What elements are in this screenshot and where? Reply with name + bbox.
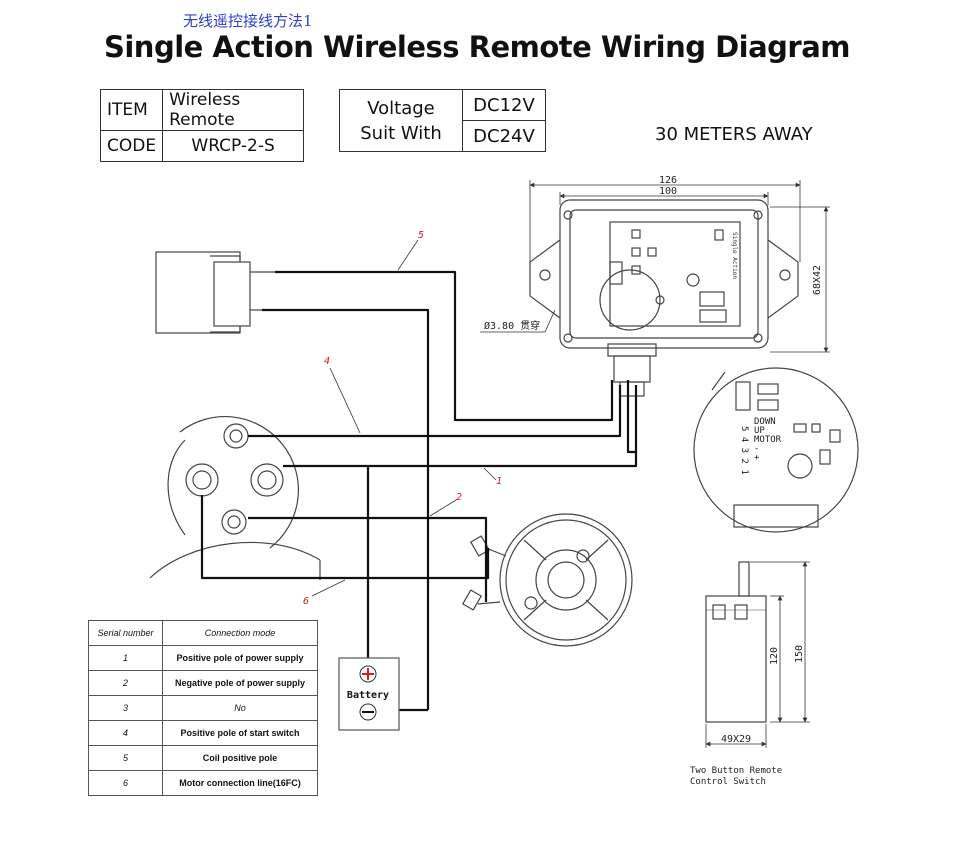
- remote-caption-line1: Two Button Remote: [690, 766, 782, 776]
- dim-width-outer: 126: [659, 175, 677, 186]
- board-pin-numbers: 5 4 3 2 1: [739, 426, 749, 475]
- board-label-motor: MOTOR: [754, 435, 782, 445]
- voltage-spec-table: Voltage Suit With DC12V DC24V: [339, 89, 546, 152]
- wire-label-5: 5: [397, 230, 424, 271]
- svg-text:5: 5: [418, 230, 424, 241]
- wire-label-6: 6: [303, 579, 346, 607]
- voltage-dc24: DC24V: [462, 120, 546, 152]
- motor: [461, 513, 633, 647]
- item-spec-table: ITEM Wireless Remote CODE WRCP-2-S: [99, 89, 305, 162]
- board-detail-zoom: [693, 367, 859, 533]
- svg-text:4: 4: [324, 356, 330, 367]
- wire-label-4: 4: [324, 356, 361, 434]
- controller-box: [529, 199, 799, 397]
- svg-text:6: 6: [303, 596, 309, 607]
- coil-connector: [155, 251, 275, 334]
- dim-hole: Ø3.80 贯穿: [484, 319, 540, 332]
- board-label-down: DOWN: [754, 417, 776, 427]
- page-title: Single Action Wireless Remote Wiring Dia…: [103, 30, 851, 64]
- code-value: WRCP-2-S: [162, 130, 305, 162]
- code-label: CODE: [99, 130, 164, 162]
- chinese-title: 无线遥控接线方法1: [183, 12, 313, 30]
- serial-header-mode: Connection mode: [162, 620, 318, 646]
- wire-label-2: 2: [429, 492, 462, 517]
- item-value: Wireless Remote: [162, 89, 305, 131]
- solenoid: [149, 415, 321, 580]
- voltage-label-line1: Voltage: [367, 97, 435, 119]
- board-terminal-labels: 5 4 3 2 1 DOWN UP MOTOR - +: [739, 417, 782, 475]
- serial-header-number: Serial number: [88, 620, 163, 646]
- svg-text:2: 2: [456, 492, 462, 503]
- remote-dim-height-outer: 150: [794, 645, 805, 663]
- dim-height: 68X42: [812, 265, 823, 295]
- voltage-label: Voltage Suit With: [339, 89, 463, 152]
- remote-control: [705, 561, 767, 723]
- dimension-lines: [480, 180, 830, 353]
- board-label-plus: +: [754, 453, 760, 463]
- wire-label-1: 1: [483, 467, 502, 487]
- voltage-label-line2: Suit With: [360, 122, 442, 144]
- remote-dimensions: [705, 561, 810, 748]
- board-label-minus: -: [754, 444, 759, 454]
- svg-text:1: 1: [496, 476, 502, 487]
- remote-dim-height-inner: 120: [769, 647, 780, 665]
- remote-caption-line2: Control Switch: [690, 777, 766, 787]
- battery: Battery: [338, 657, 400, 731]
- dim-width-inner: 100: [659, 186, 677, 197]
- wires: [200, 270, 638, 712]
- remote-dim-width: 49X29: [721, 734, 751, 745]
- board-vertical-text: Single Action: [731, 232, 738, 279]
- board-label-up: UP: [754, 426, 765, 436]
- distance-label: 30 METERS AWAY: [655, 124, 813, 145]
- battery-label: Battery: [347, 690, 389, 701]
